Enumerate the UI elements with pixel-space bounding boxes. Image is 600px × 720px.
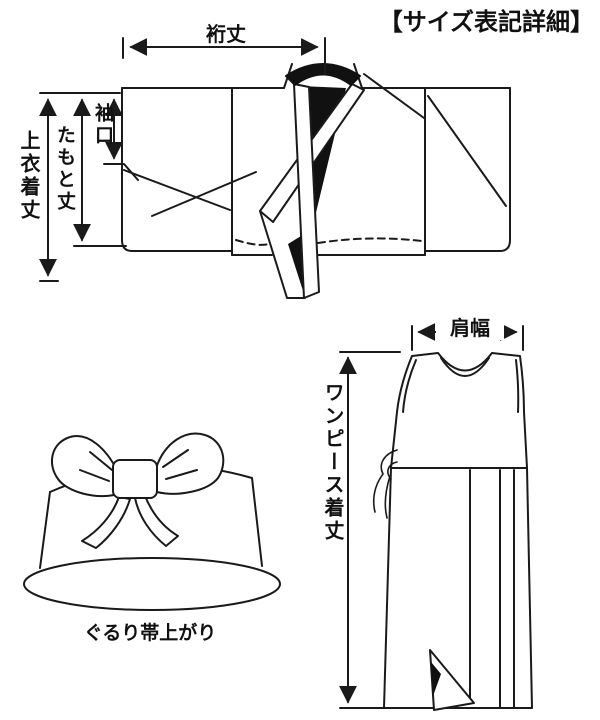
obi-belt-drawing (23, 432, 281, 611)
dress-drawing (372, 352, 533, 711)
yuki-end-ticks (122, 37, 326, 75)
kimono-jacket-drawing (121, 63, 511, 299)
yuki-length-label: 裄丈 (168, 24, 284, 46)
cuff-label: 袖口 (92, 103, 113, 147)
dress-length-label: ワンピース着丈 (321, 382, 343, 543)
page-title: 【サイズ表記詳細】 (378, 9, 594, 36)
shoulder-end-ticks (411, 325, 524, 351)
shoulder-width-label: 肩幅 (436, 318, 504, 340)
obi-circumference-label: ぐるり帯上がり (83, 623, 217, 644)
kimono-measurements (39, 37, 326, 282)
jacket-length-label: 上衣着丈 (17, 130, 39, 222)
sleeve-pouch-length-label: たもと丈 (54, 125, 75, 213)
